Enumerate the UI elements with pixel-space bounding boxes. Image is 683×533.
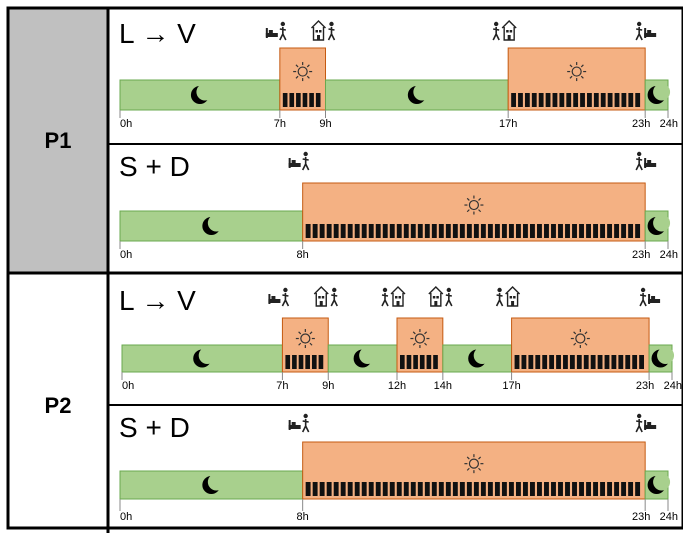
tick-label: 17h (499, 118, 517, 130)
occupancy-bars (305, 224, 641, 238)
occupancy-bars (400, 355, 438, 369)
wake-up-icon (288, 413, 310, 433)
row-title-p1-weekend: S + D (119, 151, 190, 182)
night-segment (442, 344, 513, 373)
table-grid (6, 6, 683, 533)
moon-icon (468, 347, 491, 368)
moon-icon (647, 214, 671, 235)
moon-icon (651, 347, 675, 368)
sun-icon (410, 329, 430, 349)
sun-icon (567, 62, 587, 82)
go-to-bed-icon (635, 21, 657, 41)
tick-label: 23h (632, 511, 650, 523)
tick-label: 12h (388, 380, 406, 392)
tick-label: 0h (120, 118, 132, 130)
p2-label-cell (8, 273, 108, 518)
tick-label: 24h (660, 118, 678, 130)
day-segment (281, 317, 329, 373)
occupancy-bars (282, 93, 321, 107)
day-segment (302, 182, 646, 242)
wake-up-icon (268, 287, 290, 307)
tick-label: 17h (502, 380, 520, 392)
moon-icon (190, 83, 214, 104)
wake-up-icon (265, 21, 287, 41)
day-segment (279, 47, 327, 111)
tick-label: 8h (297, 511, 309, 523)
moon-icon (353, 347, 377, 368)
tick-label: 14h (434, 380, 452, 392)
night-segment (119, 210, 304, 242)
tick-label: 9h (319, 118, 331, 130)
timeline-row: 0h 7h 9h 17h 23h 24h (119, 47, 678, 130)
tick-label: 7h (274, 118, 286, 130)
period-label-p1: P1 (44, 128, 72, 153)
period-label-p2: P2 (44, 393, 72, 418)
tick-label: 24h (664, 380, 682, 392)
tick-label: 9h (322, 380, 334, 392)
sun-icon (570, 329, 590, 349)
day-segment (302, 441, 646, 500)
moon-icon (193, 347, 216, 368)
tick-label: 24h (660, 511, 678, 523)
night-segment (648, 344, 675, 373)
timeline-row: 0h 8h 23h 24h (119, 441, 678, 523)
moon-icon (202, 214, 225, 235)
tick-label: 0h (120, 249, 132, 261)
night-segment (644, 470, 671, 500)
tick-label: 8h (297, 249, 309, 261)
go-to-bed-icon (639, 287, 661, 307)
occupancy-bars (285, 355, 324, 369)
night-segment (644, 210, 671, 242)
day-segment (396, 317, 444, 373)
return-home-icon (381, 286, 406, 307)
sun-icon (464, 195, 484, 215)
return-home-icon (495, 286, 521, 307)
timeline-row: 0h 7h 9h 12h 14h 17h 23h 24h (121, 317, 682, 392)
night-segment (327, 344, 398, 373)
night-segment (325, 79, 509, 111)
row-title-p2-weekend: S + D (119, 412, 190, 443)
tick-label: 23h (632, 249, 650, 261)
day-segment (511, 317, 650, 373)
return-home-icon (492, 20, 517, 41)
tick-label: 23h (636, 380, 654, 392)
moon-icon (202, 473, 225, 494)
tick-label: 0h (120, 511, 132, 523)
sun-icon (295, 329, 315, 349)
tick-label: 7h (276, 380, 288, 392)
occupancy-bars (511, 93, 641, 107)
leave-home-icon (311, 20, 336, 41)
night-segment (119, 79, 281, 111)
sun-icon (293, 62, 313, 82)
sun-icon (464, 454, 484, 474)
moon-icon (407, 83, 431, 104)
p1-label-cell (8, 8, 108, 273)
leave-home-icon (428, 286, 453, 307)
occupancy-bars (514, 355, 645, 369)
night-segment (644, 79, 671, 111)
tick-label: 0h (122, 380, 134, 392)
tick-label: 24h (660, 249, 678, 261)
moon-icon (647, 83, 671, 104)
row-title-p1-weekday: L → V (119, 18, 196, 49)
row-title-p2-weekday: L → V (119, 285, 196, 316)
wake-up-icon (288, 151, 310, 171)
night-segment (121, 344, 283, 373)
tick-label: 23h (632, 118, 650, 130)
go-to-bed-icon (635, 151, 657, 171)
occupancy-bars (305, 482, 641, 496)
leave-home-icon (313, 286, 338, 307)
go-to-bed-icon (635, 413, 657, 433)
night-segment (119, 470, 304, 500)
timeline-row: 0h 8h 23h 24h (119, 182, 678, 261)
day-segment (507, 47, 646, 111)
moon-icon (647, 473, 671, 494)
